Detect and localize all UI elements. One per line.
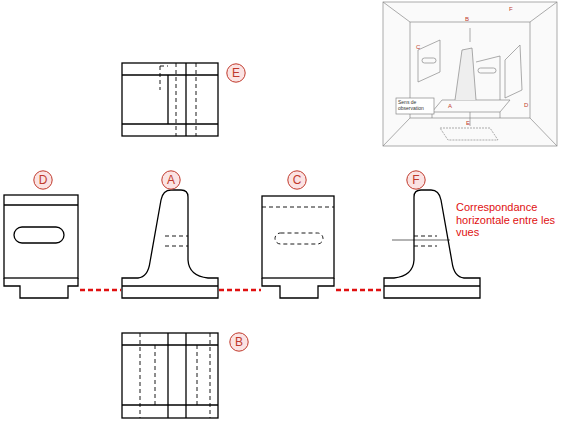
inset-letter: B <box>465 16 469 23</box>
inset-letter: F <box>509 6 513 13</box>
view-callout: D <box>33 170 53 190</box>
inset-letter: C <box>416 44 420 51</box>
view-callout: E <box>226 63 246 83</box>
view-letter: E <box>232 67 240 79</box>
view-callout: C <box>287 170 307 190</box>
view-letter: D <box>39 174 48 186</box>
note-text: Correspondance horizontale entre les vue… <box>456 201 572 239</box>
view-letter: C <box>293 174 302 186</box>
inset-letter: A <box>448 103 452 110</box>
inset-letter: E <box>466 120 470 127</box>
inset-letter: D <box>524 102 528 109</box>
view-letter: B <box>235 336 243 348</box>
inset-note: Sens de observation <box>398 100 432 112</box>
view-letter: F <box>412 174 419 186</box>
view-callout: F <box>406 170 426 190</box>
view-callout: B <box>229 332 249 352</box>
view-letter: A <box>167 174 175 186</box>
view-callout: A <box>161 170 181 190</box>
